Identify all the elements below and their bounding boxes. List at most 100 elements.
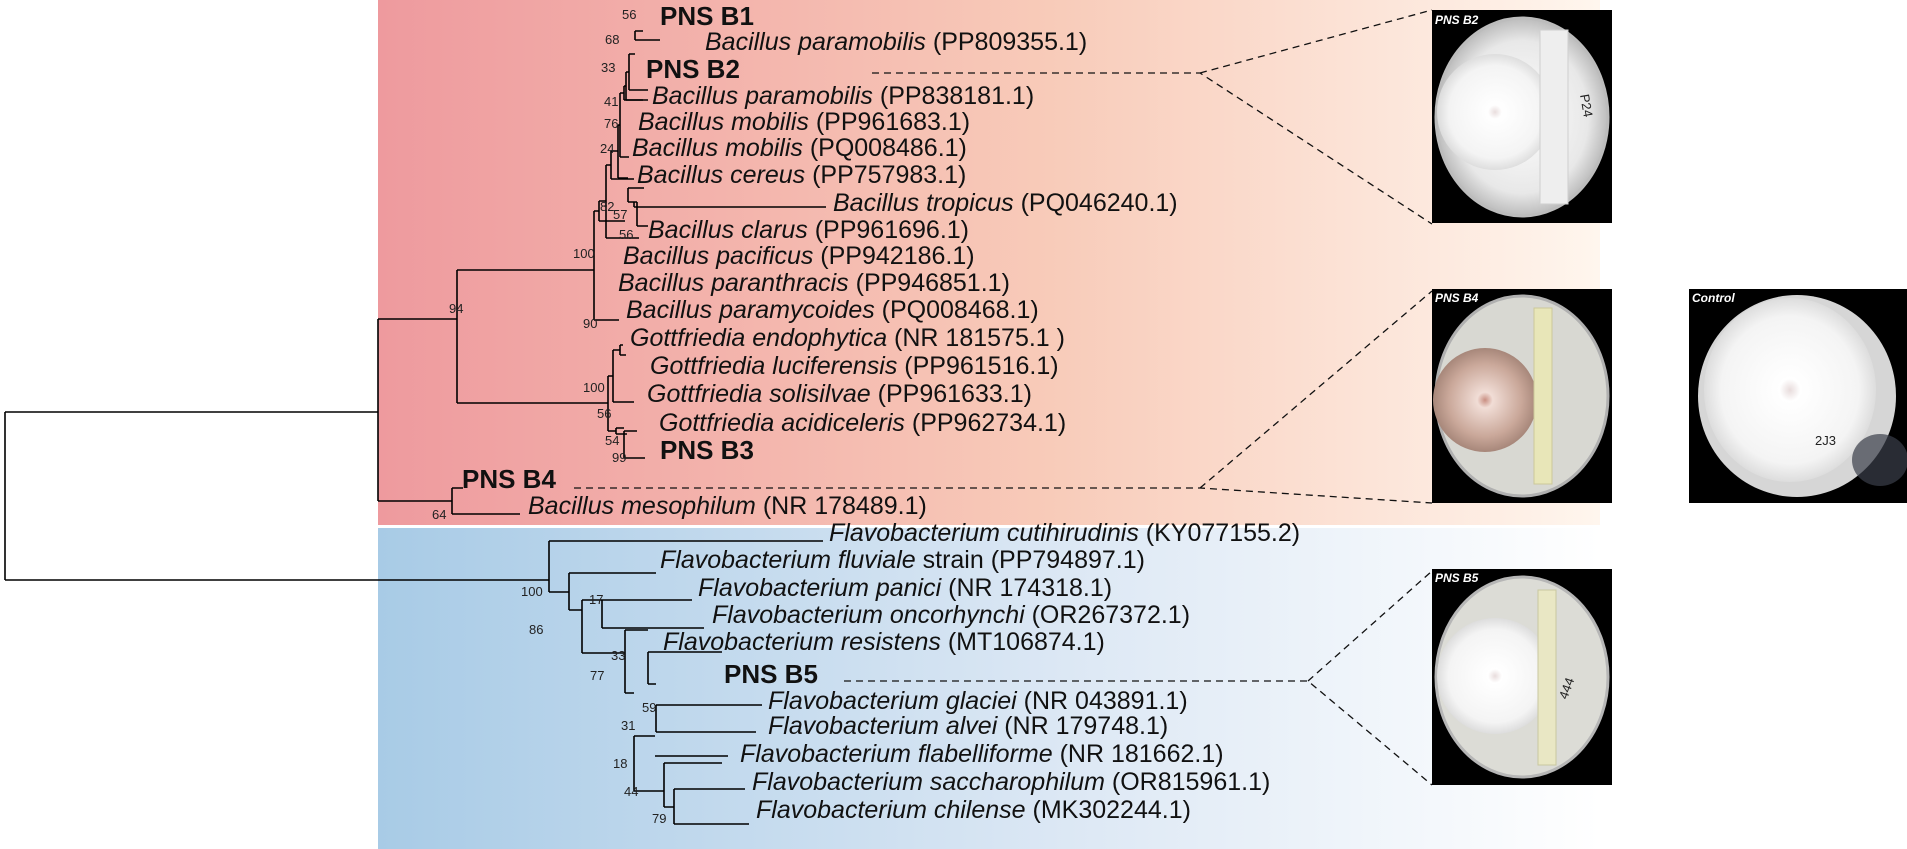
tree-branches	[4, 30, 826, 825]
species-name: Flavobacterium chilense	[756, 796, 1026, 824]
taxon-label-bmob1: Bacillus mobilis (PP961683.1)	[638, 108, 970, 136]
bootstrap-value: 56	[619, 227, 633, 242]
accession-number: (PQ008468.1)	[875, 296, 1039, 324]
taxon-label-fcut: Flavobacterium cutihirudinis (KY077155.2…	[829, 519, 1300, 547]
bootstrap-value: 17	[589, 592, 603, 607]
accession-number: (PP757983.1)	[805, 161, 966, 189]
species-name: Bacillus paramobilis	[652, 82, 873, 110]
bootstrap-value: 100	[521, 584, 543, 599]
taxon-label-fonc: Flavobacterium oncorhynchi (OR267372.1)	[712, 601, 1190, 629]
leader-lines	[574, 9, 1433, 786]
accession-number: (PP962734.1)	[905, 409, 1066, 437]
taxon-label-bmob2: Bacillus mobilis (PQ008486.1)	[632, 134, 967, 162]
taxon-label-fres: Flavobacterium resistens (MT106874.1)	[663, 628, 1105, 656]
species-name: Gottfriedia luciferensis	[650, 352, 897, 380]
accession-number: (PQ046240.1)	[1014, 189, 1178, 217]
accession-number: (NR 178489.1)	[756, 492, 927, 520]
bootstrap-value: 57	[613, 207, 627, 222]
accession-number: strain (PP794897.1)	[916, 546, 1145, 574]
leader-b2	[872, 9, 1433, 225]
plate-label-b4: PNS B4	[1435, 291, 1479, 305]
plate-b2-note: P24	[1577, 93, 1596, 118]
taxon-label-falv: Flavobacterium alvei (NR 179748.1)	[768, 712, 1168, 740]
bootstrap-value: 64	[432, 507, 446, 522]
accession-number: (NR 043891.1)	[1017, 687, 1188, 715]
accession-number: (PP961683.1)	[809, 108, 970, 136]
bootstrap-value: 76	[604, 116, 618, 131]
taxon-label-gsol: Gottfriedia solisilvae (PP961633.1)	[647, 380, 1032, 408]
taxon-label-btro: Bacillus tropicus (PQ046240.1)	[833, 189, 1178, 217]
plate-b5-note: 444	[1556, 676, 1578, 702]
species-name: Bacillus mobilis	[638, 108, 809, 136]
accession-number: (OR815961.1)	[1105, 768, 1270, 796]
species-name: Gottfriedia acidiceleris	[659, 409, 905, 437]
accession-number: (PP961696.1)	[808, 216, 969, 244]
bootstrap-value: 18	[613, 756, 627, 771]
accession-number: (NR 174318.1)	[941, 574, 1112, 602]
taxon-label-pnsb3: PNS B3	[660, 435, 754, 465]
taxon-label-gluc: Gottfriedia luciferensis (PP961516.1)	[650, 352, 1059, 380]
species-name: Bacillus paranthracis	[618, 269, 849, 297]
firmicutes-clade-band	[378, 0, 1600, 525]
taxon-label-bcer: Bacillus cereus (PP757983.1)	[637, 161, 966, 189]
plate-label-control: Control	[1692, 291, 1735, 305]
plate-label-b5: PNS B5	[1435, 571, 1479, 585]
taxon-label-pnsb5: PNS B5	[724, 659, 818, 689]
taxon-label-fpan: Flavobacterium panici (NR 174318.1)	[698, 574, 1112, 602]
species-name: Bacillus mobilis	[632, 134, 803, 162]
species-name: Bacillus paramycoides	[626, 296, 875, 324]
bootstrap-value: 56	[597, 406, 611, 421]
bootstrap-value: 77	[590, 668, 604, 683]
accession-number: (PQ008486.1)	[803, 134, 967, 162]
accession-number: (KY077155.2)	[1139, 519, 1300, 547]
species-name: Bacillus pacificus	[623, 242, 813, 270]
bootstrap-value: 54	[605, 433, 619, 448]
species-name: Bacillus mesophilum	[528, 492, 756, 520]
species-name: Flavobacterium saccharophilum	[752, 768, 1105, 796]
accession-number: (NR 179748.1)	[997, 712, 1168, 740]
accession-number: (PP838181.1)	[873, 82, 1034, 110]
taxon-label-bpac: Bacillus pacificus (PP942186.1)	[623, 242, 975, 270]
leader-b4	[574, 290, 1433, 504]
bootstrap-values: 5668334176248257561009094100565499641008…	[432, 7, 666, 826]
species-name: Bacillus cereus	[637, 161, 805, 189]
bootstrap-value: 33	[611, 648, 625, 663]
plate-pns-b4: PNS B4	[1432, 289, 1612, 503]
accession-number: (NR 181575.1 )	[887, 324, 1065, 352]
taxon-label-bcla: Bacillus clarus (PP961696.1)	[648, 216, 969, 244]
bootstrap-value: 86	[529, 622, 543, 637]
bootstrap-value: 82	[600, 199, 614, 214]
accession-number: (OR267372.1)	[1025, 601, 1190, 629]
species-name: Flavobacterium glaciei	[768, 687, 1018, 715]
taxon-label-fchi: Flavobacterium chilense (MK302244.1)	[756, 796, 1191, 824]
species-name: Flavobacterium fluviale	[660, 546, 916, 574]
plate-control-note: 2J3	[1815, 433, 1836, 448]
bootstrap-value: 24	[600, 141, 614, 156]
flavobacteria-clade-band	[378, 528, 1600, 849]
taxon-label-bpar2: Bacillus paramobilis (PP838181.1)	[652, 82, 1034, 110]
species-name: Flavobacterium panici	[698, 574, 943, 602]
plate-pns-b5: 444 PNS B5	[1432, 569, 1612, 785]
taxon-label-gend: Gottfriedia endophytica (NR 181575.1 )	[630, 324, 1065, 352]
taxon-label-bpamy: Bacillus paramycoides (PQ008468.1)	[626, 296, 1039, 324]
bootstrap-value: 33	[601, 60, 615, 75]
plate-label-b2: PNS B2	[1435, 13, 1479, 27]
taxon-label-pnsb4: PNS B4	[462, 464, 556, 494]
taxon-label-ffluv: Flavobacterium fluviale strain (PP794897…	[660, 546, 1145, 574]
accession-number: (PP946851.1)	[849, 269, 1010, 297]
accession-number: (PP961633.1)	[871, 380, 1032, 408]
taxon-label-bmes: Bacillus mesophilum (NR 178489.1)	[528, 492, 927, 520]
taxon-label-fsac: Flavobacterium saccharophilum (OR815961.…	[752, 768, 1270, 796]
taxon-label-pnsb2: PNS B2	[646, 54, 740, 84]
species-name: Bacillus paramobilis	[705, 28, 926, 56]
species-name: Flavobacterium oncorhynchi	[712, 601, 1026, 629]
bootstrap-value: 59	[642, 700, 656, 715]
species-name: Flavobacterium alvei	[768, 712, 999, 740]
bootstrap-value: 100	[573, 246, 595, 261]
bootstrap-value: 31	[621, 718, 635, 733]
taxon-label-pnsb1: PNS B1	[660, 1, 754, 31]
accession-number: (MK302244.1)	[1026, 796, 1191, 824]
accession-number: (NR 181662.1)	[1053, 740, 1224, 768]
